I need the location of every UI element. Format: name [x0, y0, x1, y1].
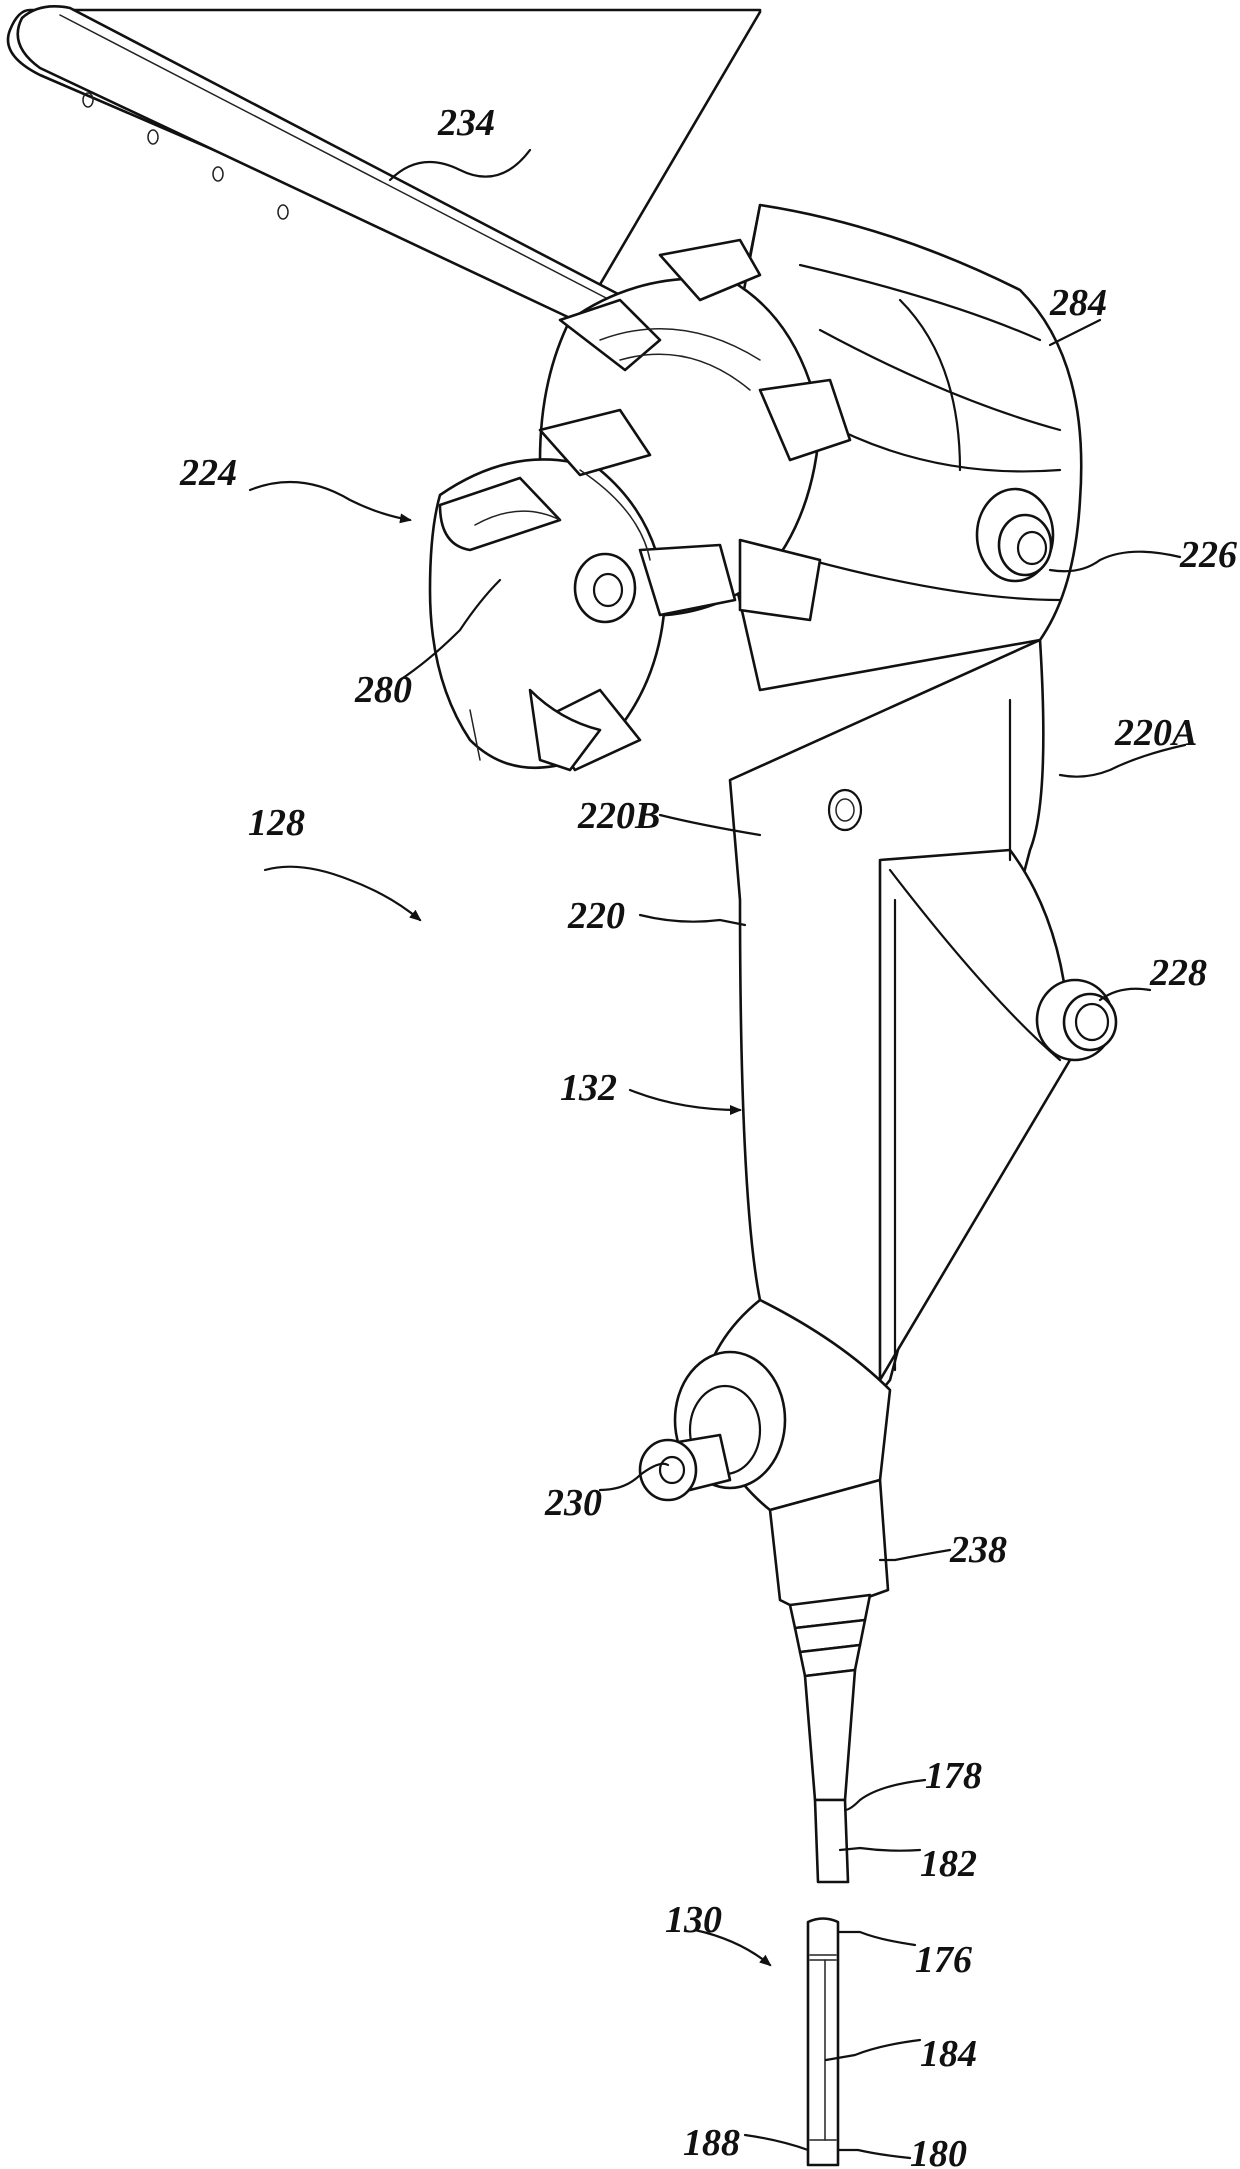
label-180: 180 — [910, 2133, 967, 2169]
label-224: 224 — [179, 452, 237, 494]
label-234: 234 — [437, 102, 495, 144]
strap-hole — [213, 167, 223, 181]
label-238: 238 — [949, 1529, 1007, 1571]
label-280: 280 — [354, 669, 412, 711]
label-230: 230 — [544, 1482, 602, 1524]
label-284: 284 — [1049, 282, 1107, 324]
label-178: 178 — [925, 1755, 982, 1797]
insertion-tube-upper — [815, 1800, 848, 1882]
label-182: 182 — [920, 1843, 977, 1885]
label-220A: 220A — [1114, 712, 1197, 754]
strain-relief — [770, 1480, 888, 1800]
label-184: 184 — [920, 2033, 977, 2075]
label-228: 228 — [1149, 952, 1207, 994]
strap-hole — [278, 205, 288, 219]
knob-center-screw — [575, 554, 635, 622]
label-130: 130 — [665, 1899, 722, 1941]
handle-body — [730, 640, 1070, 1400]
label-188: 188 — [683, 2122, 740, 2164]
label-220: 220 — [567, 895, 625, 937]
strap-hole — [148, 130, 158, 144]
strap — [8, 6, 760, 318]
label-132: 132 — [560, 1067, 617, 1109]
insertion-tube-lower — [808, 1919, 838, 2166]
label-220B: 220B — [577, 795, 660, 837]
label-176: 176 — [915, 1939, 972, 1981]
port-228[interactable] — [1037, 980, 1116, 1060]
port-226[interactable] — [977, 489, 1053, 581]
label-128: 128 — [248, 802, 305, 844]
label-226: 226 — [1179, 534, 1237, 576]
